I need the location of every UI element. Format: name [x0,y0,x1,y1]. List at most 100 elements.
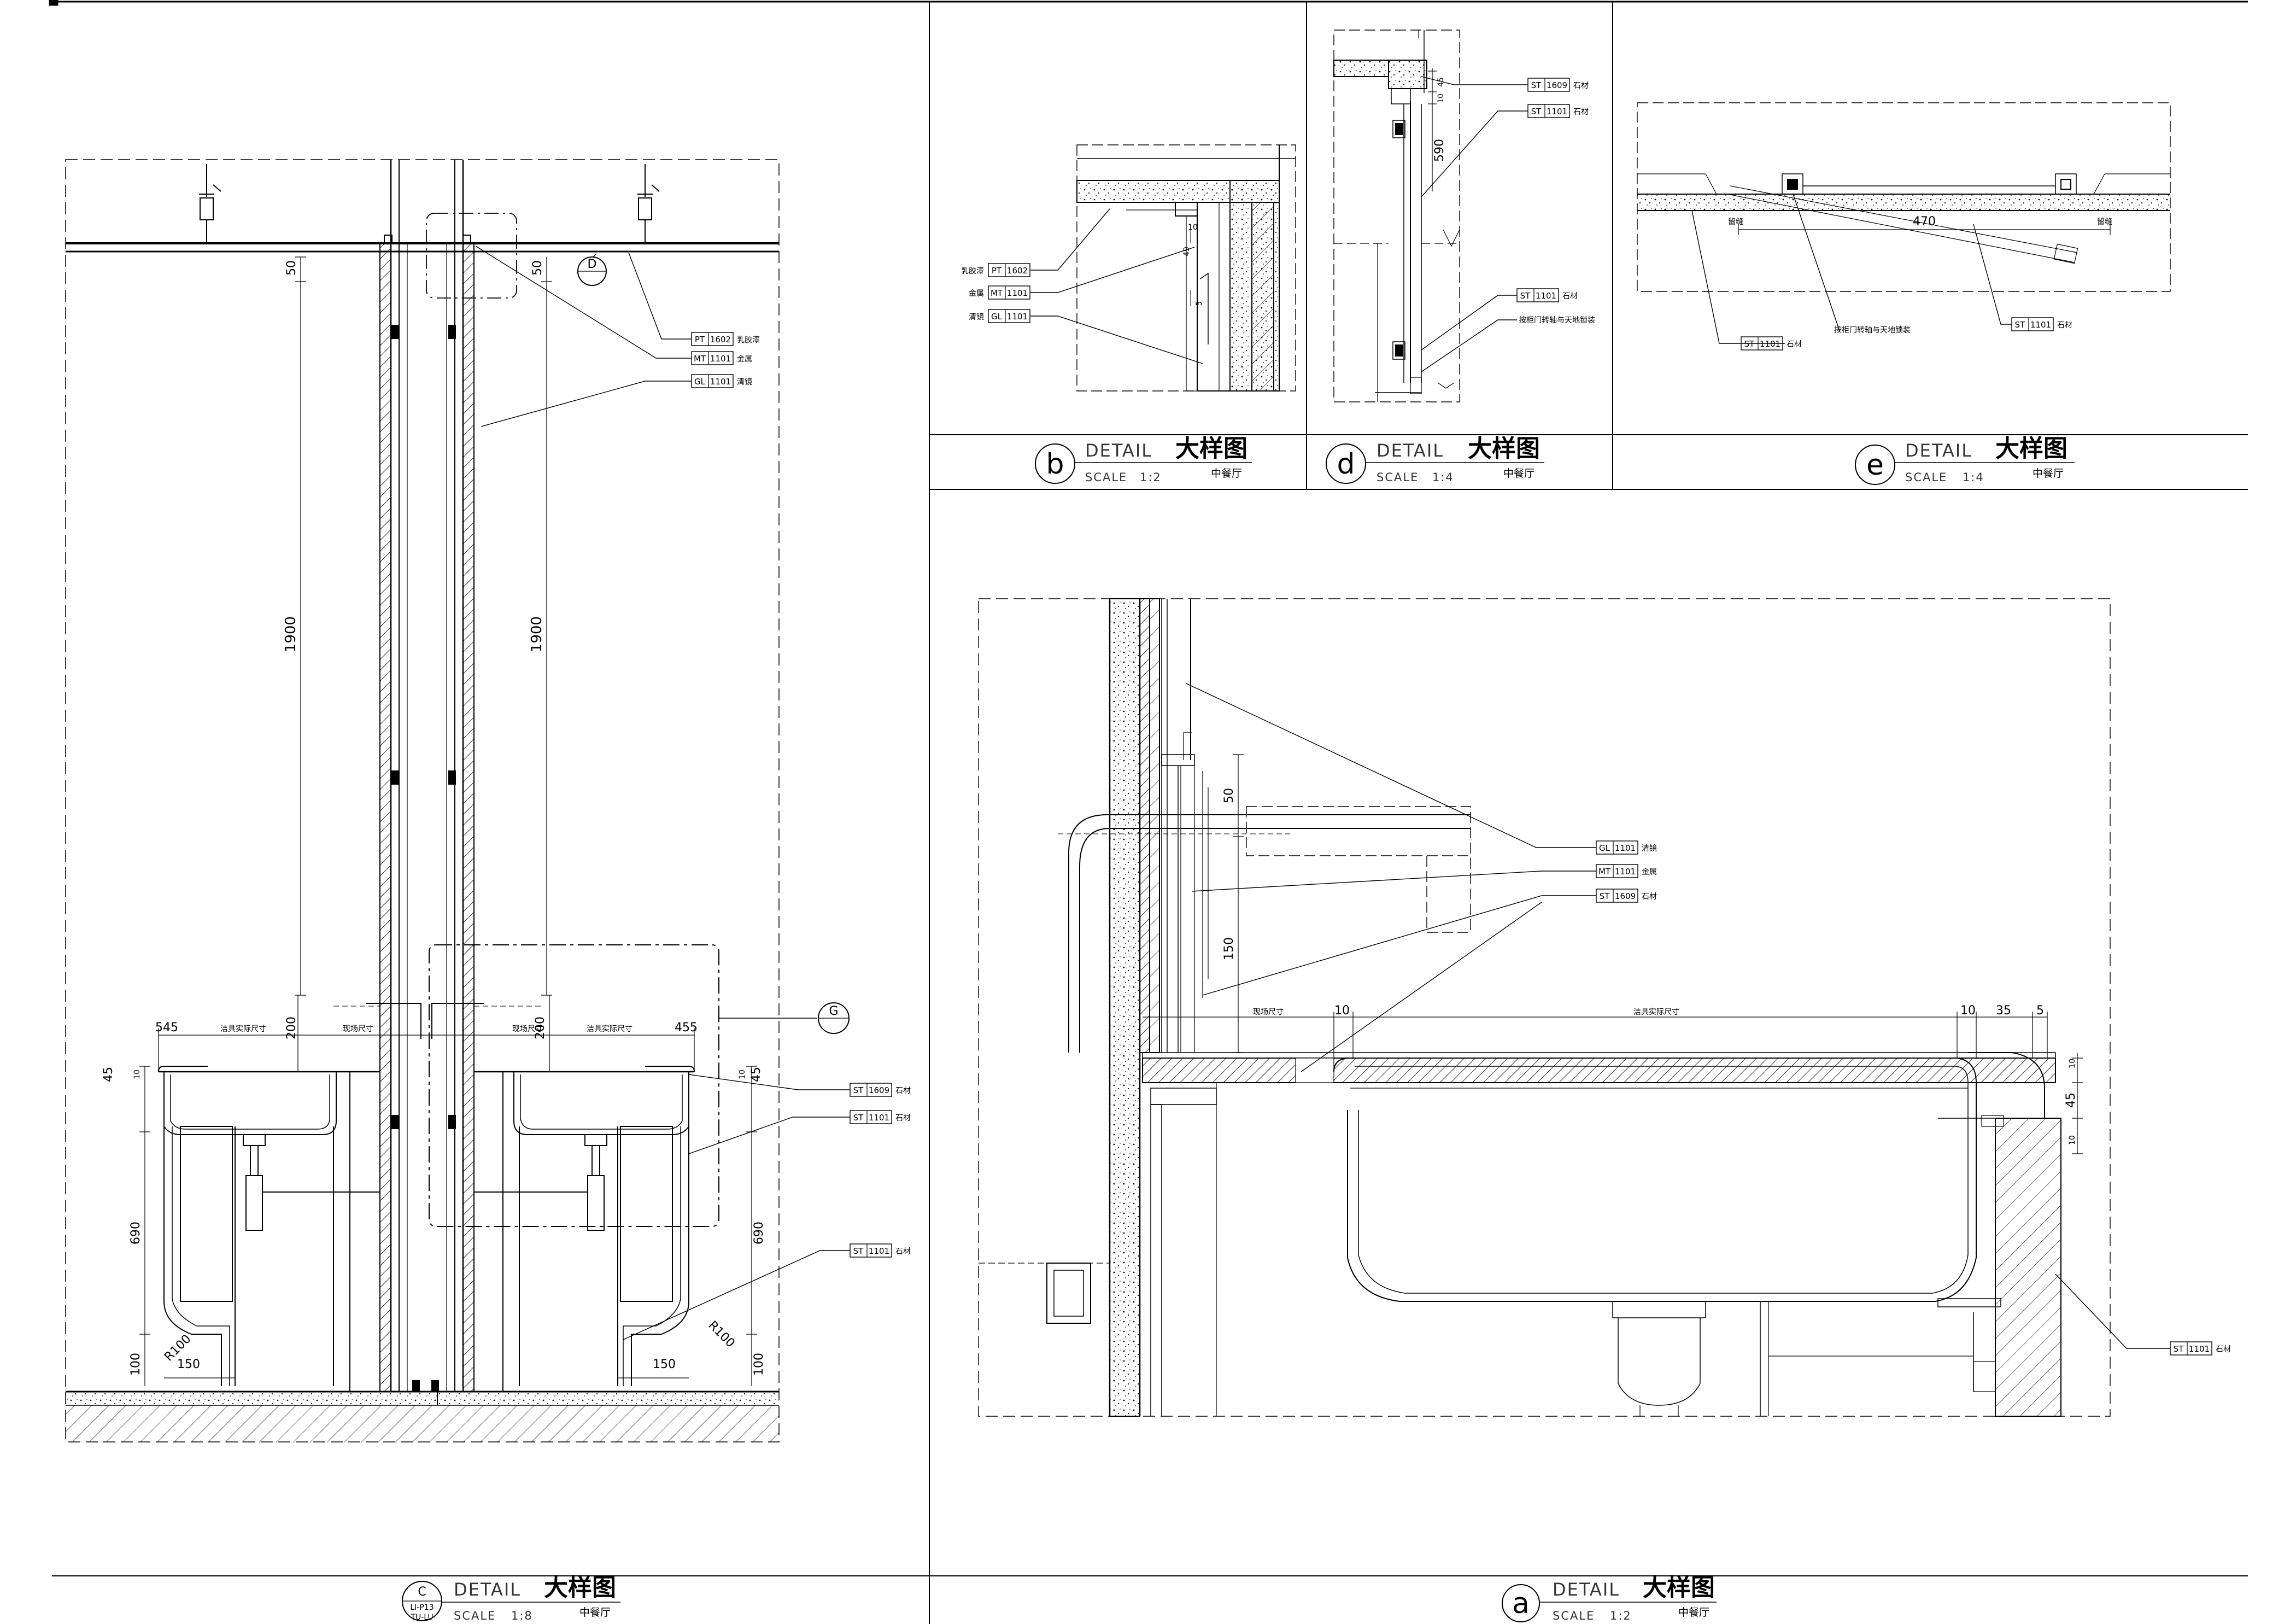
dim-a-10-left: 10 [1334,1004,1350,1018]
dim-c-gap-left: 200 [285,1017,298,1039]
note-e-hinge: 按柜门转轴与天地锁装 [1834,326,1911,335]
dim-a-10-bottom: 10 [2068,1135,2077,1145]
ceiling-hanger-right [637,164,660,243]
ceiling-hanger-left [199,164,221,243]
title-a-cn: 大样图 [1643,1574,1715,1602]
tag-d-st1101-b: ST 1101 石材 [1516,288,1578,302]
title-d-room: 中餐厅 [1503,468,1534,480]
svg-text:PT: PT [695,335,705,344]
detail-c-dimension-lines [139,256,757,1386]
title-e-circle [1855,445,1895,485]
svg-text:金属: 金属 [969,289,984,298]
svg-text:金属: 金属 [1642,868,1657,877]
svg-text:1101: 1101 [2030,320,2051,330]
title-a-room: 中餐厅 [1678,1607,1709,1619]
svg-text:清镜: 清镜 [1642,844,1657,853]
detail-e-dimensions: 470 留缝 留缝 [1728,215,2112,229]
tag-b-gl1101: GL 1101 清镜 [969,309,1030,323]
svg-text:ST: ST [1600,891,1610,901]
tag-c-st1101-a: ST 1101 石材 [850,1110,911,1124]
tag-c-pt1602: PT 1602 乳胶漆 [691,332,760,346]
svg-text:石材: 石材 [1573,81,1589,90]
svg-text:GL: GL [694,377,706,387]
svg-text:1101: 1101 [869,1246,889,1256]
svg-text:石材: 石材 [1573,108,1589,116]
title-d-scale-word: SCALE [1377,471,1419,484]
dim-d-45: 45 [1437,77,1445,87]
dim-a-10-top: 10 [2068,1059,2077,1068]
detail-e-drawing [1637,102,2171,292]
detail-c-drawing [65,159,850,1442]
title-e-detail: DETAIL [1905,440,1972,461]
svg-text:1101: 1101 [1007,288,1028,298]
dim-a-50: 50 [1222,788,1236,803]
dim-c-cabinet-height-left: 690 [129,1222,143,1245]
tag-b-pt1602: PT 1602 乳胶漆 [961,263,1030,277]
tag-e-st1101-a: ST 1101 石材 [1741,336,1802,350]
title-block-c: C LI-P13 TU-LU DETAIL 大样图 SCALE 1:8 中餐厅 [402,1574,620,1622]
dim-a-35: 35 [1996,1004,2011,1018]
title-a-scale: 1:2 [1610,1609,1632,1622]
title-a-letter: a [1512,1587,1530,1620]
tag-c-gl1101: GL 1101 清镜 [691,374,752,388]
svg-text:PT: PT [992,266,1002,276]
title-c-cn: 大样图 [544,1574,616,1602]
detail-d-tags: ST 1609 石材 ST 1101 石材 ST 1101 石材 按柜门转轴与天… [1516,78,1595,325]
dim-c-left-width: 545 [155,1021,178,1035]
dim-c-mirror-height-right: 1900 [529,616,545,652]
dim-c-site-size-right: 现场尺寸 [512,1025,543,1033]
tag-c-mt1101: MT 1101 金属 [691,351,752,365]
note-d-hinge: 按柜门转轴与天地锁装 [1519,316,1595,325]
title-b-detail: DETAIL [1085,440,1152,461]
detail-d-leaders [1421,76,1528,372]
dim-c-site-size-left: 现场尺寸 [343,1025,373,1033]
title-d-circle [1326,443,1366,484]
title-e-scale: 1:4 [1963,471,1984,484]
svg-text:ST: ST [853,1246,864,1256]
svg-text:石材: 石材 [895,1114,911,1123]
svg-text:ST: ST [853,1113,864,1123]
svg-text:1101: 1101 [710,354,731,364]
svg-text:GL: GL [991,312,1003,322]
dim-c-plinth-width-right: 150 [653,1358,676,1371]
svg-text:MT: MT [991,288,1003,298]
svg-text:MT: MT [1598,867,1611,877]
svg-text:1602: 1602 [1007,266,1028,276]
svg-text:1101: 1101 [2189,1344,2210,1354]
title-b-scale: 1:2 [1140,471,1162,484]
svg-text:1609: 1609 [869,1085,889,1095]
tag-d-st1609: ST 1609 石材 [1527,78,1589,92]
svg-text:石材: 石材 [895,1086,911,1095]
dim-c-radius-right: R100 [706,1318,737,1350]
detail-a-drawing [978,598,2111,1417]
detail-a-dimensions: 50 150 10 10 35 5 现场尺寸 洁具实际尺寸 10 45 10 [1222,788,2078,1145]
svg-text:清镜: 清镜 [737,378,752,387]
dim-e-470: 470 [1913,215,1936,229]
tag-b-mt1101: MT 1101 金属 [969,285,1030,300]
detail-e-leaders [1691,194,2012,344]
tag-c-st1101-b: ST 1101 石材 [850,1243,911,1258]
dim-a-basin-size: 洁具实际尺寸 [1633,1008,1679,1017]
dim-c-basin-size-right: 洁具实际尺寸 [587,1025,632,1033]
title-block-a: a DETAIL 大样图 SCALE 1:2 中餐厅 [1502,1574,1717,1622]
svg-text:1101: 1101 [1760,339,1780,349]
dim-c-mirror-height-left: 1900 [283,616,299,652]
title-b-cn: 大样图 [1175,435,1247,463]
dim-a-10-right: 10 [1960,1004,1976,1018]
dim-c-top-gap-left: 50 [285,260,298,276]
title-c-room: 中餐厅 [579,1607,611,1619]
svg-text:ST: ST [1744,339,1755,349]
title-e-room: 中餐厅 [2033,468,2064,480]
title-d-cn: 大样图 [1468,435,1540,463]
dim-c-plinth-height-right: 100 [752,1353,766,1376]
title-b-room: 中餐厅 [1211,468,1242,480]
svg-text:ST: ST [1531,80,1542,90]
tag-a-mt1101: MT 1101 金属 [1596,864,1657,878]
title-c-scale: 1:8 [511,1609,533,1622]
detail-b-leaders [1030,208,1203,364]
title-e-scale-word: SCALE [1905,471,1947,484]
detail-d-dimensions: 45 10 590 [1433,77,1446,162]
detail-c-leaders [475,246,850,1340]
title-c-letter: C [418,1585,426,1599]
svg-text:石材: 石材 [1562,292,1578,301]
